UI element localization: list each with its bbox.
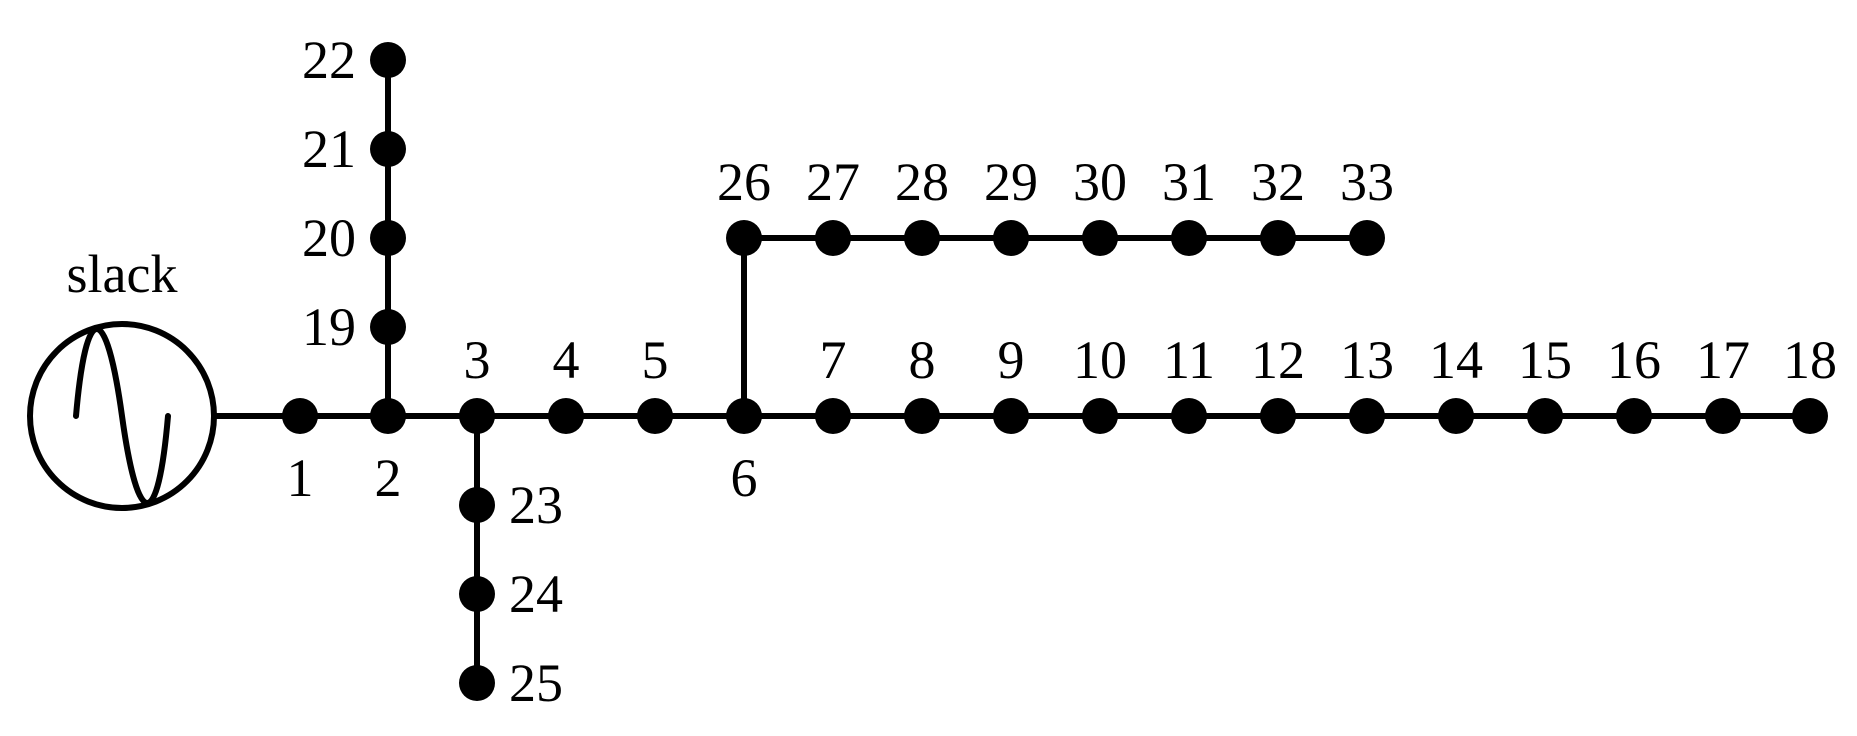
bus-node-6: [726, 398, 762, 434]
bus-label-9: 9: [998, 330, 1025, 390]
bus-node-4: [548, 398, 584, 434]
bus-node-24: [459, 576, 495, 612]
bus-label-10: 10: [1073, 330, 1127, 390]
bus-label-15: 15: [1518, 330, 1572, 390]
bus-label-32: 32: [1251, 152, 1305, 212]
bus-node-15: [1527, 398, 1563, 434]
sine-wave-icon: [73, 326, 171, 506]
bus-label-7: 7: [820, 330, 847, 390]
bus-label-16: 16: [1607, 330, 1661, 390]
bus-node-16: [1616, 398, 1652, 434]
bus-label-27: 27: [806, 152, 860, 212]
bus-label-3: 3: [464, 330, 491, 390]
bus-node-29: [993, 220, 1029, 256]
bus-node-22: [370, 42, 406, 78]
bus-node-23: [459, 487, 495, 523]
bus-node-21: [370, 131, 406, 167]
bus-label-8: 8: [909, 330, 936, 390]
bus-label-22: 22: [302, 30, 356, 90]
bus-label-17: 17: [1696, 330, 1750, 390]
bus-label-13: 13: [1340, 330, 1394, 390]
bus-node-33: [1349, 220, 1385, 256]
bus-node-10: [1082, 398, 1118, 434]
bus-label-6: 6: [731, 448, 758, 508]
bus-label-28: 28: [895, 152, 949, 212]
bus-node-18: [1792, 398, 1828, 434]
bus-label-20: 20: [302, 208, 356, 268]
bus-node-30: [1082, 220, 1118, 256]
bus-label-5: 5: [642, 330, 669, 390]
bus-node-8: [904, 398, 940, 434]
bus-nodes: [282, 42, 1828, 701]
bus-label-31: 31: [1162, 152, 1216, 212]
bus-node-5: [637, 398, 673, 434]
bus-label-29: 29: [984, 152, 1038, 212]
bus-node-31: [1171, 220, 1207, 256]
bus-label-12: 12: [1251, 330, 1305, 390]
bus-node-11: [1171, 398, 1207, 434]
bus-node-7: [815, 398, 851, 434]
bus-node-14: [1438, 398, 1474, 434]
bus-node-2: [370, 398, 406, 434]
bus-node-9: [993, 398, 1029, 434]
bus-node-19: [370, 309, 406, 345]
bus-node-26: [726, 220, 762, 256]
bus-node-1: [282, 398, 318, 434]
slack-label: slack: [67, 244, 178, 304]
bus-label-24: 24: [509, 564, 563, 624]
bus-node-28: [904, 220, 940, 256]
bus-label-23: 23: [509, 475, 563, 535]
bus-label-1: 1: [287, 448, 314, 508]
bus-node-12: [1260, 398, 1296, 434]
bus-node-20: [370, 220, 406, 256]
bus-label-11: 11: [1163, 330, 1215, 390]
bus-label-33: 33: [1340, 152, 1394, 212]
bus-node-27: [815, 220, 851, 256]
bus-label-19: 19: [302, 297, 356, 357]
bus-label-21: 21: [302, 119, 356, 179]
bus-node-13: [1349, 398, 1385, 434]
bus-label-26: 26: [717, 152, 771, 212]
bus-label-18: 18: [1783, 330, 1837, 390]
bus-node-32: [1260, 220, 1296, 256]
slack-generator: slack: [27, 244, 217, 511]
bus-node-25: [459, 665, 495, 701]
bus-label-30: 30: [1073, 152, 1127, 212]
bus-label-14: 14: [1429, 330, 1483, 390]
bus-node-3: [459, 398, 495, 434]
bus-node-17: [1705, 398, 1741, 434]
bus-label-4: 4: [553, 330, 580, 390]
bus-label-25: 25: [509, 653, 563, 713]
bus-label-2: 2: [375, 448, 402, 508]
